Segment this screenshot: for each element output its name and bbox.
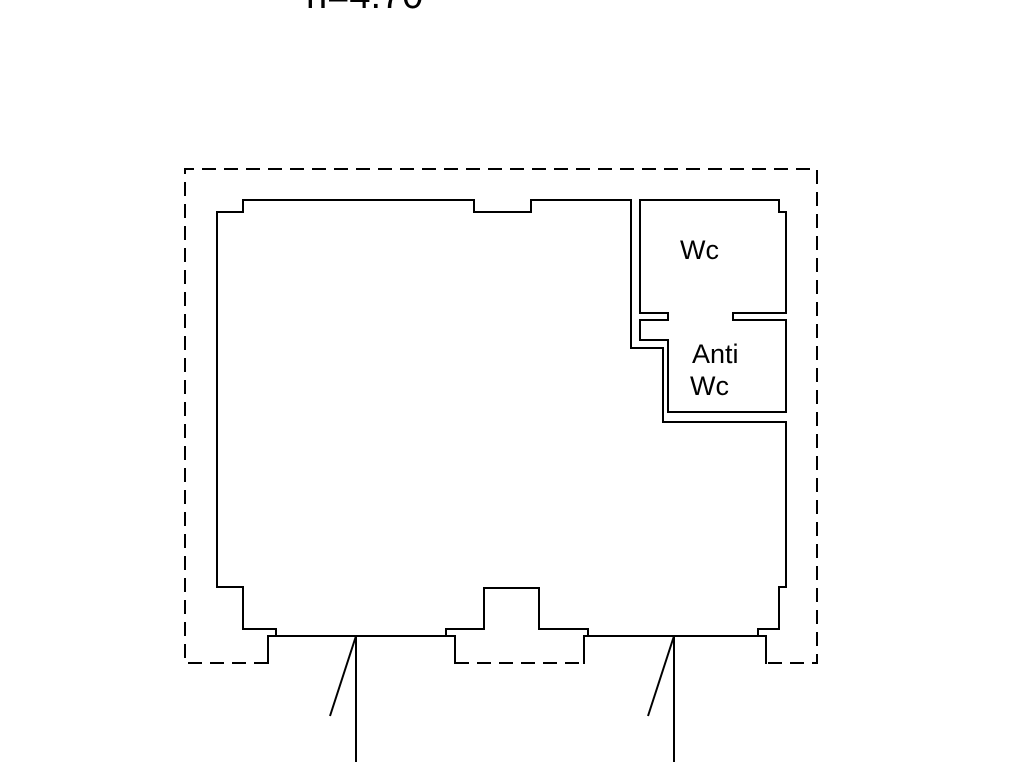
door-left-leaf bbox=[329, 635, 357, 717]
room-label-anti: Anti bbox=[692, 339, 739, 369]
room-label-anti-wc: Wc bbox=[690, 371, 729, 401]
room-label-wc: Wc bbox=[680, 235, 719, 265]
wc-inner-left-wall-lower bbox=[639, 319, 787, 413]
front-return-mid-left bbox=[445, 635, 456, 664]
front-pillar bbox=[445, 587, 675, 637]
door-right-leaf bbox=[647, 635, 675, 717]
front-return-mid-right bbox=[583, 635, 589, 664]
wc-inner-left-wall bbox=[639, 199, 669, 314]
wc-outer-wall bbox=[639, 199, 787, 314]
outer-wall bbox=[216, 199, 787, 637]
dashed-perimeter bbox=[184, 168, 818, 664]
outer-wall-left bbox=[216, 211, 357, 637]
front-return-right bbox=[757, 635, 767, 664]
front-return-left bbox=[267, 635, 277, 664]
height-note: h=4.70 bbox=[306, 0, 423, 17]
